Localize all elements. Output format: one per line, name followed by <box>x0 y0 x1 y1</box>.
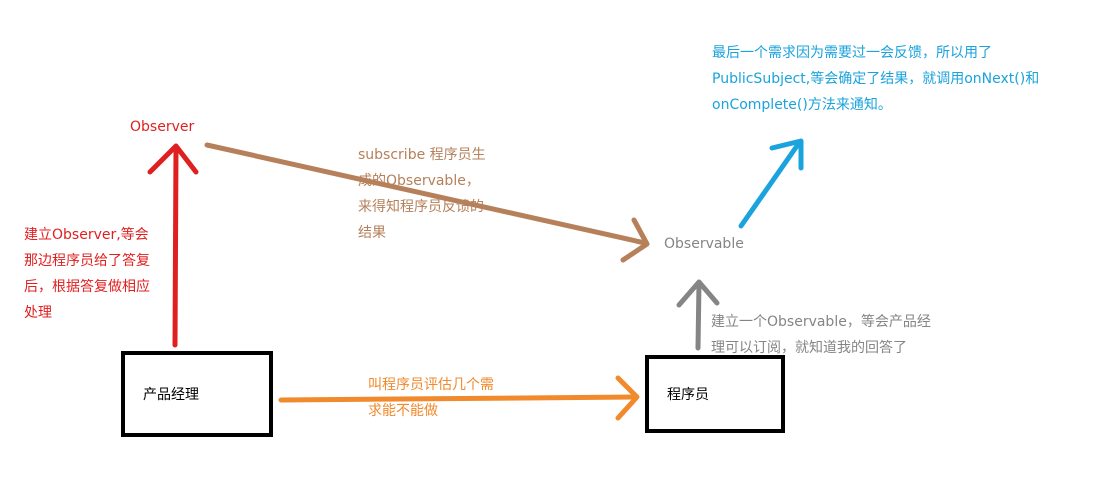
create-observer-line: 处理 <box>24 305 52 321</box>
ask-programmer-line: 求能不能做 <box>368 403 438 419</box>
programmer-box: 程序员 <box>645 355 785 433</box>
subscribe-line: subscribe 程序员生 <box>358 147 486 163</box>
arrow-observable-to-note <box>738 138 804 229</box>
arrow-manager-to-programmer <box>278 375 640 421</box>
arrow-programmer-to-observable <box>676 279 720 351</box>
observer-label: Observer <box>130 119 195 135</box>
create-observable-note: 建立一个Observable，等会产品经 理可以订阅，就知道我的回答了 <box>711 309 931 361</box>
final-note-line: onComplete()方法来通知。 <box>712 97 892 113</box>
product-manager-label: 产品经理 <box>143 387 199 403</box>
create-observer-note: 建立Observer,等会 那边程序员给了答复 后，根据答复做相应 处理 <box>24 222 150 326</box>
ask-programmer-line: 叫程序员评估几个需 <box>368 377 494 393</box>
create-observer-line: 那边程序员给了答复 <box>24 253 150 269</box>
subscribe-note: subscribe 程序员生 成的Observable， 来得知程序员反馈的 结… <box>358 142 486 246</box>
subscribe-line: 结果 <box>358 225 386 241</box>
create-observer-line: 建立Observer,等会 <box>24 227 149 243</box>
final-note-line: PublicSubject,等会确定了结果，就调用onNext()和 <box>712 71 1040 87</box>
arrow-subscribe <box>204 142 650 263</box>
create-observable-line: 建立一个Observable，等会产品经 <box>711 314 931 330</box>
observable-label: Observable <box>664 236 744 252</box>
product-manager-box: 产品经理 <box>121 351 273 437</box>
final-note-line: 最后一个需求因为需要过一会反馈，所以用了 <box>712 45 992 61</box>
create-observer-line: 后，根据答复做相应 <box>24 279 150 295</box>
create-observable-line: 理可以订阅，就知道我的回答了 <box>711 340 907 356</box>
arrow-manager-to-observer <box>147 143 199 348</box>
final-note: 最后一个需求因为需要过一会反馈，所以用了 PublicSubject,等会确定了… <box>712 40 1039 118</box>
subscribe-line: 成的Observable， <box>358 173 480 189</box>
programmer-label: 程序员 <box>667 387 709 403</box>
subscribe-line: 来得知程序员反馈的 <box>358 199 484 215</box>
ask-programmer-note: 叫程序员评估几个需 求能不能做 <box>368 372 494 424</box>
